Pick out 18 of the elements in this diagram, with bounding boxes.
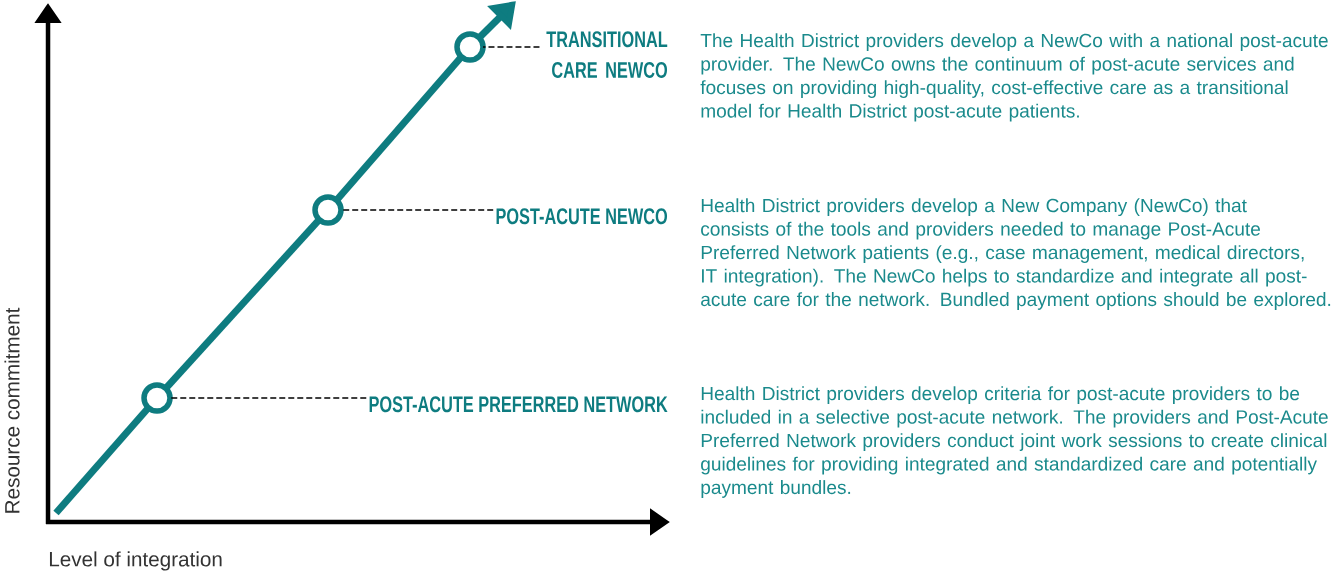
- milestone-circle: [312, 194, 344, 226]
- trend-line: [163, 217, 322, 391]
- stage-heading: POST-ACUTE NEWCO: [496, 208, 668, 225]
- milestone-circle: [141, 382, 173, 414]
- axis-label: Resource commitment: [4, 307, 20, 513]
- stage-heading: TRANSITIONAL CARE NEWCO: [546, 31, 668, 78]
- trend-arrow: [476, 1, 516, 41]
- trend-line: [53, 405, 152, 516]
- axis-label: Level of integration: [50, 551, 222, 571]
- leader-line: [340, 209, 494, 211]
- trend-line: [333, 54, 465, 203]
- leader-line: [482, 46, 541, 48]
- leader-line: [169, 397, 368, 399]
- stage-heading: POST-ACUTE PREFERRED NETWORK: [369, 396, 668, 413]
- description-text: Health District providers develop a New Company (NewCo) that consists of the tools and providers needed to manage Post-Acute Preferred Network patients (e.g., case management, medical directors, IT integration). The NewCo helps to standardize and integrate all post-acute care for the network. Bundled payment options should be explored.: [701, 198, 1331, 310]
- milestone-circle: [454, 31, 486, 63]
- description-text: The Health District providers develop a NewCo with a national post-acute provider. The NewCo owns the continuum of post-acute services and focuses on providing high-quality, cost-effective care as a transitional model for Health District post-acute patients.: [700, 33, 1328, 122]
- description-text: Health District providers develop criteria for post-acute providers to be included in a selective post-acute network. The providers and Post-Acute Preferred Network providers conduct joint work sessions to create clinical guidelines for providing integrated and standardized care and potentially payment bundles.: [701, 386, 1328, 498]
